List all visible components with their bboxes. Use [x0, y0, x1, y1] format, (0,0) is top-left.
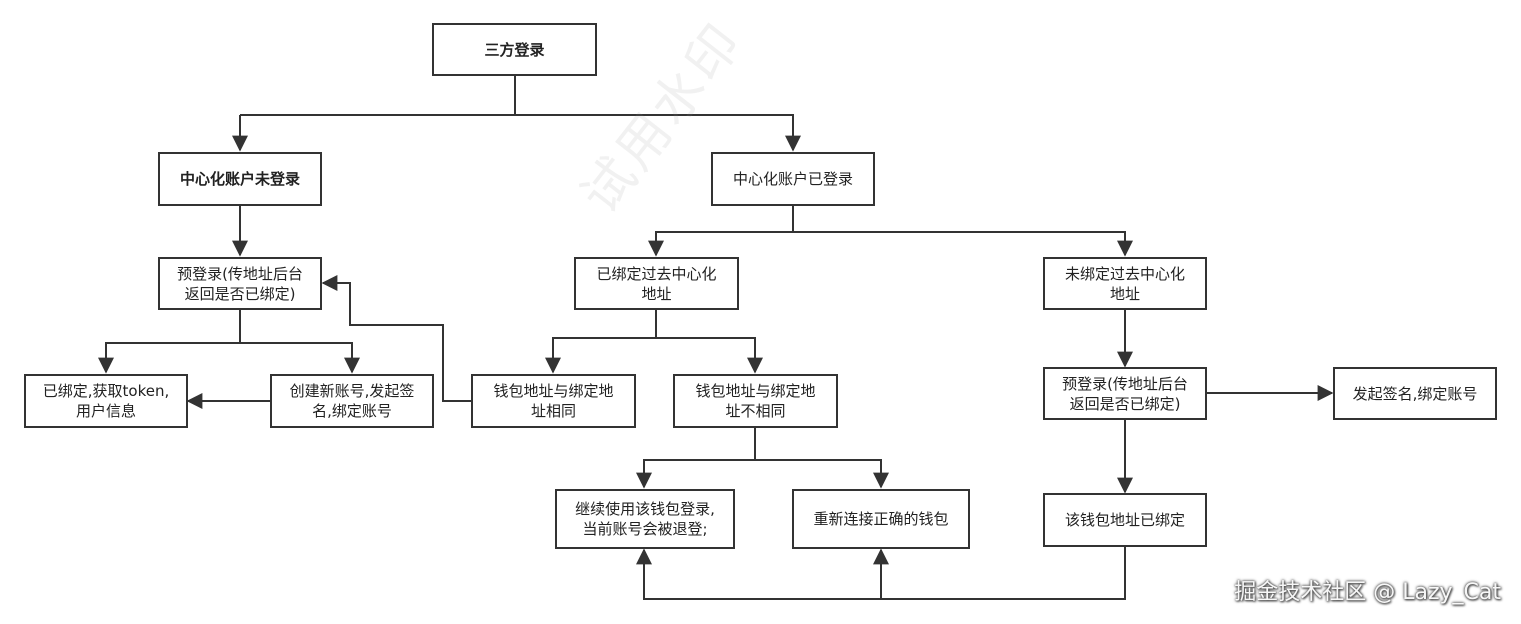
edge-walletbound-to-continue — [636, 546, 1126, 600]
node-same-addr: 钱包地址与绑定地 址相同 — [471, 374, 636, 428]
corner-watermark: 掘金技术社区 @ Lazy_Cat — [1234, 580, 1501, 605]
edge-diff-split — [636, 428, 756, 489]
node-reconnect: 重新连接正确的钱包 — [792, 489, 970, 549]
edge-bound-split — [545, 310, 657, 374]
node-bound-left: 已绑定,获取token, 用户信息 — [24, 374, 188, 428]
node-prelogin-right: 预登录(传地址后台 返回是否已绑定) — [1043, 367, 1207, 420]
node-sign-bind: 发起签名,绑定账号 — [1333, 367, 1497, 420]
edge-logged-split — [648, 205, 794, 257]
edge-same-back-to-prelogin — [321, 275, 472, 402]
edge-prelogin-split — [98, 310, 241, 374]
node-logged: 中心化账户已登录 — [711, 152, 875, 206]
node-unbound-past: 未绑定过去中心化 地址 — [1043, 257, 1207, 310]
edge-diff-to-reconnect — [755, 459, 889, 489]
edge-root-to-split — [240, 76, 516, 116]
node-bound-past: 已绑定过去中心化 地址 — [574, 257, 739, 310]
node-continue-wallet: 继续使用该钱包登录, 当前账号会被退登; — [555, 489, 735, 549]
node-prelogin-left: 预登录(传地址后台 返回是否已绑定) — [158, 257, 322, 310]
edge-prelogin-to-create — [240, 342, 360, 374]
node-not-logged: 中心化账户未登录 — [158, 152, 322, 206]
node-create-account: 创建新账号,发起签 名,绑定账号 — [270, 374, 434, 428]
node-wallet-bound: 该钱包地址已绑定 — [1043, 493, 1207, 547]
edge-to-logged — [515, 114, 801, 152]
node-root: 三方登录 — [432, 23, 597, 76]
edge-logged-to-unbound — [793, 231, 1133, 257]
edge-bound-to-diff — [656, 337, 763, 374]
node-diff-addr: 钱包地址与绑定地 址不相同 — [673, 374, 838, 428]
